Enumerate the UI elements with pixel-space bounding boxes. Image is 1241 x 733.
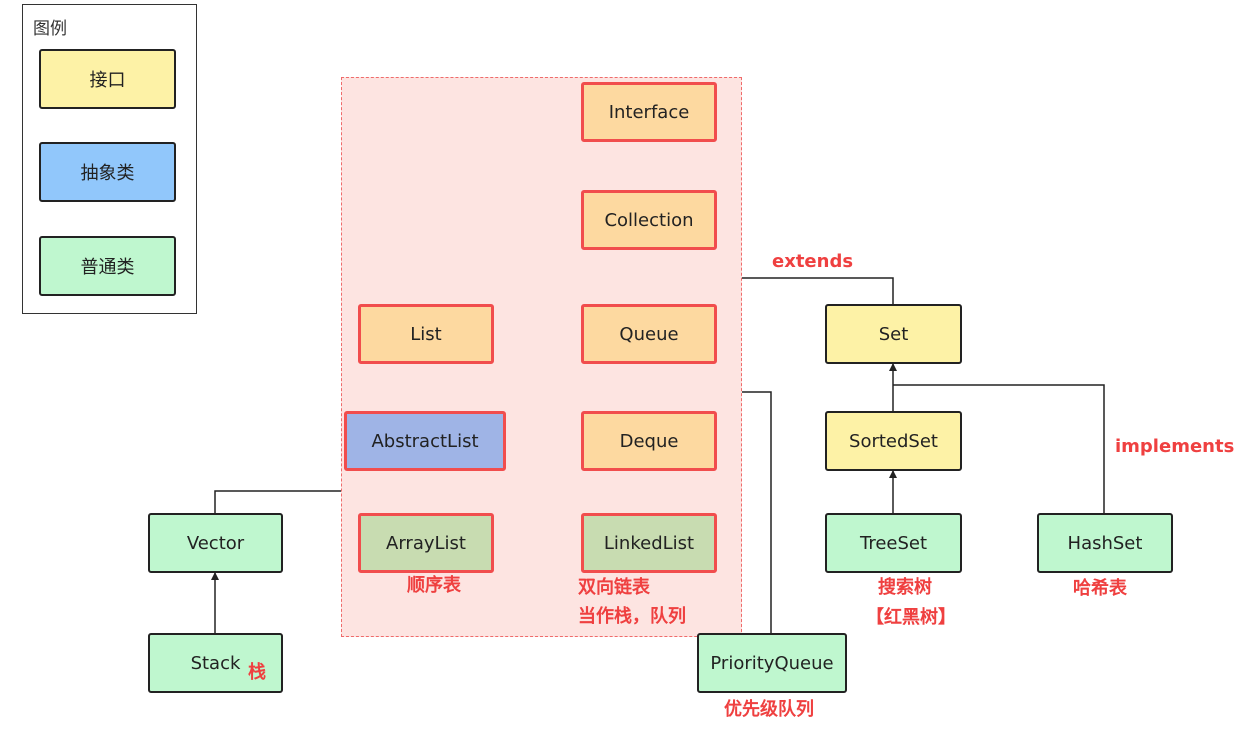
node-abstract-list: AbstractList bbox=[344, 411, 506, 471]
node-priority-queue: PriorityQueue bbox=[697, 633, 847, 693]
node-queue: Queue bbox=[581, 304, 717, 364]
note-stack: 栈 bbox=[248, 662, 266, 683]
label-implements: implements bbox=[1115, 436, 1235, 457]
note-hash-set: 哈希表 bbox=[1073, 578, 1127, 599]
node-deque: Deque bbox=[581, 411, 717, 471]
note-array-list: 顺序表 bbox=[407, 575, 461, 596]
note-linked-list-2: 当作栈，队列 bbox=[578, 606, 686, 627]
note-linked-list-1: 双向链表 bbox=[578, 577, 650, 598]
legend-abstract-class: 抽象类 bbox=[39, 142, 176, 202]
node-set: Set bbox=[825, 304, 962, 364]
node-stack: Stack bbox=[148, 633, 283, 693]
legend-title: 图例 bbox=[33, 19, 67, 39]
node-sorted-set: SortedSet bbox=[825, 411, 962, 471]
legend-interface: 接口 bbox=[39, 49, 176, 109]
label-extends: extends bbox=[772, 251, 854, 272]
node-tree-set: TreeSet bbox=[825, 513, 962, 573]
legend-class: 普通类 bbox=[39, 236, 176, 296]
node-list: List bbox=[358, 304, 494, 364]
node-interface: Interface bbox=[581, 82, 717, 142]
note-tree-set-1: 搜索树 bbox=[878, 577, 932, 598]
legend: 图例 接口 抽象类 普通类 bbox=[22, 4, 197, 314]
note-tree-set-2: 【红黑树】 bbox=[866, 607, 956, 628]
node-vector: Vector bbox=[148, 513, 283, 573]
note-priority-queue: 优先级队列 bbox=[724, 699, 814, 720]
node-hash-set: HashSet bbox=[1037, 513, 1173, 573]
node-linked-list: LinkedList bbox=[581, 513, 717, 573]
node-collection: Collection bbox=[581, 190, 717, 250]
node-array-list: ArrayList bbox=[358, 513, 494, 573]
